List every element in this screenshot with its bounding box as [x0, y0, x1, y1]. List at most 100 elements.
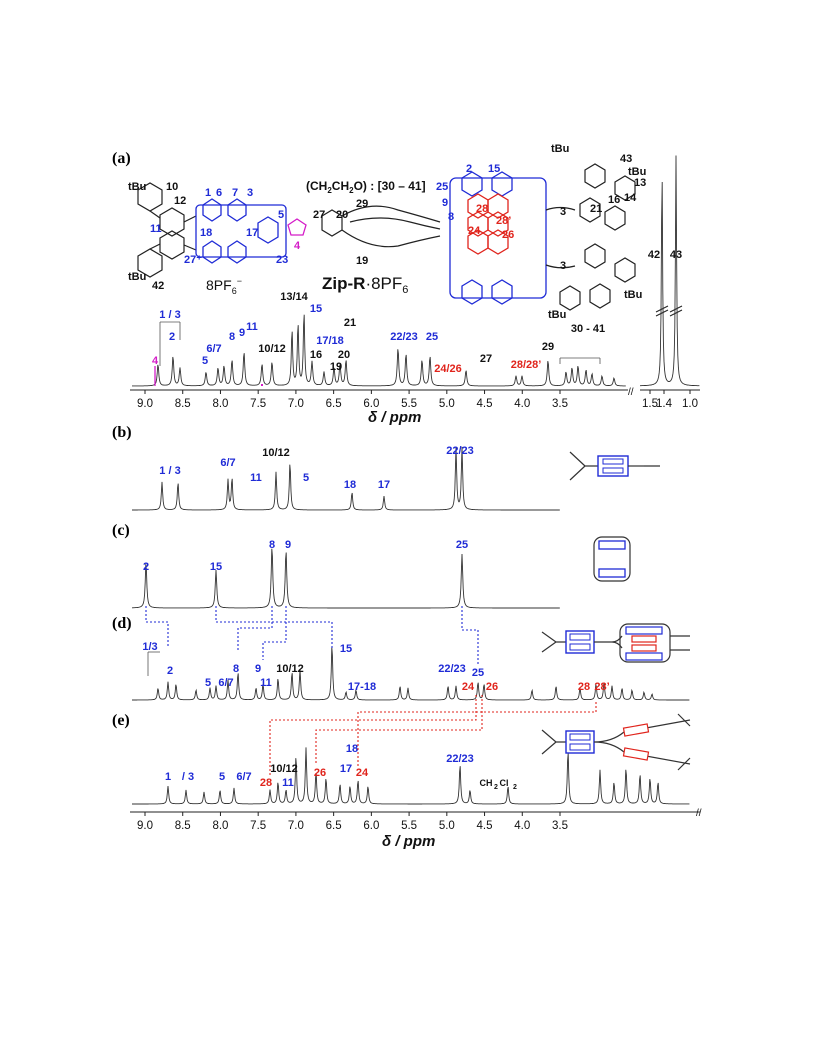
peak-label-e: 18 — [346, 743, 358, 755]
peak-label-d: 5 — [205, 677, 211, 689]
left-cyclophane-drawing — [195, 198, 287, 264]
counterion-label: 8PF6− — [206, 276, 242, 296]
struct-label-tbu-r4: tBu — [548, 309, 566, 321]
panel-label-e: (e) — [112, 712, 130, 729]
crown-ether-drawing — [321, 205, 441, 248]
struct-label-10: 10 — [166, 181, 178, 193]
peak-label-a: 13/14 — [280, 291, 308, 303]
peak-label-a: 21 — [344, 317, 356, 329]
peak-label-b: 1 / 3 — [159, 465, 180, 477]
bottom-axis-tick-label: 7.0 — [288, 820, 304, 832]
schematic-e — [541, 713, 691, 771]
peak-label-d: 11 — [260, 677, 272, 689]
schematic-b — [569, 451, 660, 481]
axis-break-top: // — [628, 387, 634, 398]
peak-label-a: 42 — [648, 249, 660, 261]
spectrum-a-high-field-trace — [640, 155, 700, 387]
peak-label-b: 10/12 — [262, 447, 290, 459]
top-axis-tick-label: 5.5 — [401, 398, 417, 410]
peak-label-d: 24 — [462, 681, 475, 693]
bottom-axis-tick-label: 9.0 — [137, 820, 153, 832]
struct-label-tbu-bottom: tBu — [128, 271, 146, 283]
peak-label-c: 2 — [143, 561, 149, 573]
top-axis-tick-label: 4.5 — [477, 398, 493, 410]
struct-label-sub3-a: 3 — [560, 206, 566, 218]
correlation-lines — [145, 606, 597, 776]
peak-label-a: 22/23 — [390, 331, 418, 343]
panel-label-c: (c) — [112, 522, 130, 539]
struct-label-28p: 28’ — [496, 215, 511, 227]
struct-label-tbu-r3: tBu — [624, 289, 642, 301]
peak-label-d: 9 — [255, 663, 261, 675]
bottom-axis-tick-label: 5.0 — [439, 820, 455, 832]
peak-label-d: 1/3 — [142, 641, 157, 653]
bottom-axis: // — [130, 808, 702, 819]
struct-label-14: 14 — [624, 192, 637, 204]
struct-label-27: 27 — [313, 209, 325, 221]
peak-label-a: 1 / 3 — [159, 309, 180, 321]
peak-label-a: 11 — [246, 321, 258, 333]
compound-title: Zip-R·8PF6 — [322, 274, 408, 296]
struct-label-28: 28 — [476, 203, 488, 215]
schematic-d — [541, 623, 690, 663]
peak-label-e: CH — [480, 778, 493, 788]
peak-label-b: 5 — [303, 472, 309, 484]
peak-label-a: 19 — [330, 361, 342, 373]
peak-label-d: 2 — [167, 665, 173, 677]
peak-label-a: 20 — [338, 349, 350, 361]
struct-label-25: 25 — [436, 181, 448, 193]
top-axis-break-tick-label: 1.0 — [682, 398, 698, 410]
struct-label-2: 2 — [466, 163, 472, 175]
bottom-axis-tick-label: 6.5 — [326, 820, 342, 832]
peak-label-d: 6/7 — [218, 677, 233, 689]
peak-label-e: 1 — [165, 771, 171, 783]
peak-label-c: 15 — [210, 561, 222, 573]
top-axis-tick-label: 4.0 — [514, 398, 530, 410]
naphthalene-core-drawing — [467, 193, 509, 255]
spectrum-d-trace — [132, 647, 690, 701]
struct-label-7: 7 — [232, 187, 238, 199]
struct-label-1: 1 — [205, 187, 211, 199]
top-axis-tick-label: 8.5 — [175, 398, 191, 410]
peak-label-e: 5 — [219, 771, 225, 783]
right-cyclophane-drawing — [449, 171, 547, 305]
bottom-axis-tick-label: 7.5 — [250, 820, 266, 832]
top-axis-tick-label: 7.5 — [250, 398, 266, 410]
peak-label-d: 22/23 — [438, 663, 466, 675]
peak-label-a: 16 — [310, 349, 322, 361]
struct-label-12: 12 — [174, 195, 186, 207]
bottom-axis-tick-label: 5.5 — [401, 820, 417, 832]
peak-label-d: 17-18 — [348, 681, 376, 693]
peak-label-e: Cl — [500, 778, 509, 788]
peak-label-c: 25 — [456, 539, 468, 551]
peak-label-e: 17 — [340, 763, 352, 775]
bottom-axis-tick-label: 6.0 — [363, 820, 379, 832]
peak-label-a: 9 — [239, 327, 245, 339]
peak-label-a: 24/26 — [434, 363, 462, 375]
struct-label-4: 4 — [294, 240, 301, 252]
top-axis-tick-label: 3.5 — [552, 398, 568, 410]
peak-label-e: 26 — [314, 767, 326, 779]
struct-label-sub3-b: 3 — [560, 260, 566, 272]
triazole-drawing — [287, 218, 307, 236]
struct-label-6: 6 — [216, 187, 222, 199]
struct-label-29: 29 — [356, 198, 368, 210]
peak-label-e: / 3 — [182, 771, 194, 783]
peak-label-a: 5 — [202, 355, 208, 367]
peak-label-a: 27 — [480, 353, 492, 365]
peak-label-d: 10/12 — [276, 663, 304, 675]
peak-label-a: 4 — [152, 355, 159, 367]
bottom-axis-tick-label: 8.5 — [175, 820, 191, 832]
struct-label-tbu-r1: tBu — [551, 143, 569, 155]
top-axis-tick-label: 7.0 — [288, 398, 304, 410]
right-stopper-drawing — [545, 163, 636, 311]
struct-label-11: 11 — [150, 223, 162, 235]
top-axis-tick-label: 9.0 — [137, 398, 153, 410]
bottom-axis-tick-label: 4.5 — [477, 820, 493, 832]
peak-label-d: 15 — [340, 643, 352, 655]
peak-label-d: 25 — [472, 667, 484, 679]
struct-label-27p: 27⁺ — [184, 254, 202, 266]
peak-label-d: 26 — [486, 681, 498, 693]
